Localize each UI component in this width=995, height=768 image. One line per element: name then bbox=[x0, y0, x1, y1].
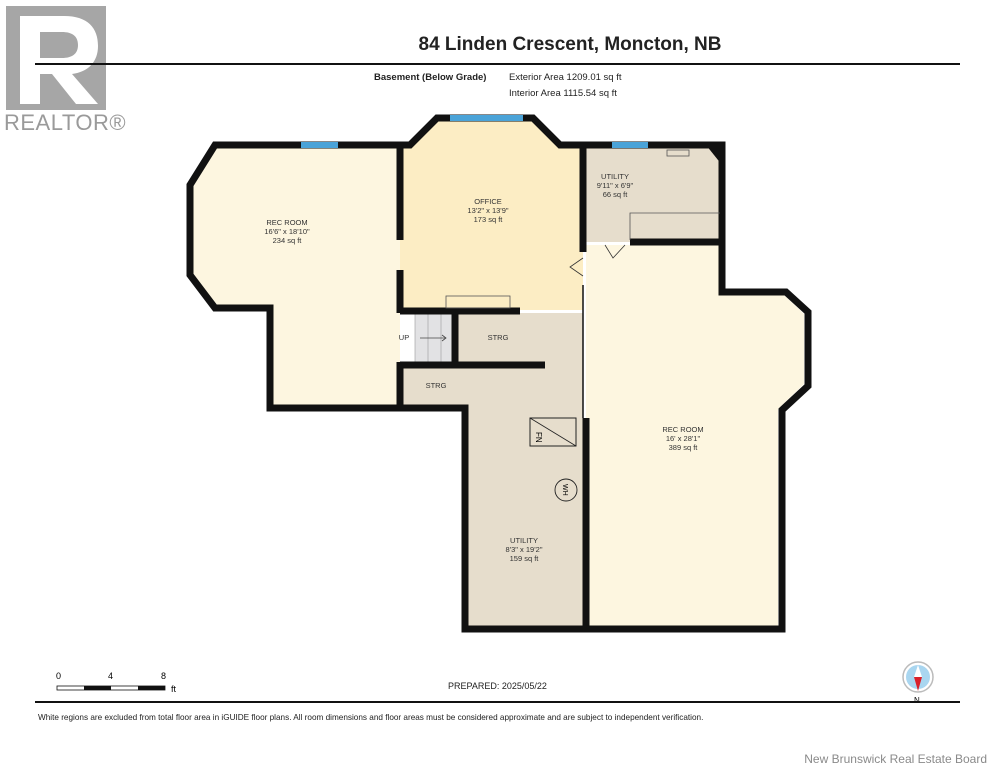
furnace-label: FN bbox=[534, 432, 543, 443]
room-dims: 9'11" x 6'9" bbox=[597, 181, 634, 190]
room-dims: 16' x 28'1" bbox=[666, 434, 701, 443]
room-name: UTILITY bbox=[510, 536, 538, 545]
room-area: 159 sq ft bbox=[510, 554, 540, 563]
compass-north-label: N bbox=[914, 696, 920, 705]
room-dims: 13'2" x 13'9" bbox=[467, 206, 508, 215]
scale-tick: 0 bbox=[56, 671, 61, 681]
page-title: 84 Linden Crescent, Moncton, NB bbox=[418, 34, 722, 55]
room-area: 173 sq ft bbox=[474, 215, 504, 224]
divider bbox=[35, 63, 960, 65]
windows bbox=[301, 115, 648, 148]
stairs-up-label: UP bbox=[399, 333, 409, 342]
level-name: Basement (Below Grade) bbox=[374, 72, 487, 83]
exterior-area: Exterior Area 1209.01 sq ft bbox=[509, 72, 622, 83]
room-area: 234 sq ft bbox=[273, 236, 303, 245]
room-rec-room-left bbox=[192, 148, 400, 407]
room-name: REC ROOM bbox=[662, 425, 703, 434]
room-dims: 16'6" x 18'10" bbox=[264, 227, 310, 236]
interior-area: Interior Area 1115.54 sq ft bbox=[509, 88, 617, 99]
scale-tick: 8 bbox=[161, 671, 166, 681]
realtor-wordmark: REALTOR® bbox=[4, 110, 127, 135]
room-name: UTILITY bbox=[601, 172, 629, 181]
disclaimer: White regions are excluded from total fl… bbox=[38, 713, 704, 722]
realtor-logo bbox=[6, 6, 106, 110]
room-area: 389 sq ft bbox=[669, 443, 699, 452]
room-name: REC ROOM bbox=[266, 218, 307, 227]
furnace bbox=[529, 417, 577, 447]
water-heater bbox=[554, 478, 578, 502]
room-dims: 8'3" x 19'2" bbox=[506, 545, 543, 554]
room-office bbox=[400, 121, 583, 310]
prepared-date: PREPARED: 2025/05/22 bbox=[448, 681, 547, 691]
room-utility-bottom bbox=[403, 313, 583, 626]
compass-icon bbox=[902, 661, 934, 693]
room-name: OFFICE bbox=[474, 197, 502, 206]
water-heater-label: WH bbox=[561, 484, 568, 496]
board-watermark: New Brunswick Real Estate Board bbox=[804, 752, 987, 766]
storage-label: STRG bbox=[488, 333, 509, 342]
scale-unit: ft bbox=[171, 684, 177, 694]
divider bbox=[35, 701, 960, 703]
scale-tick: 4 bbox=[108, 671, 113, 681]
room-rec-room-right bbox=[586, 245, 804, 626]
walls bbox=[186, 114, 812, 633]
room-utility-top bbox=[583, 148, 720, 242]
room-area: 66 sq ft bbox=[603, 190, 629, 199]
realtor-r-icon bbox=[20, 16, 98, 104]
storage-label: STRG bbox=[426, 381, 447, 390]
